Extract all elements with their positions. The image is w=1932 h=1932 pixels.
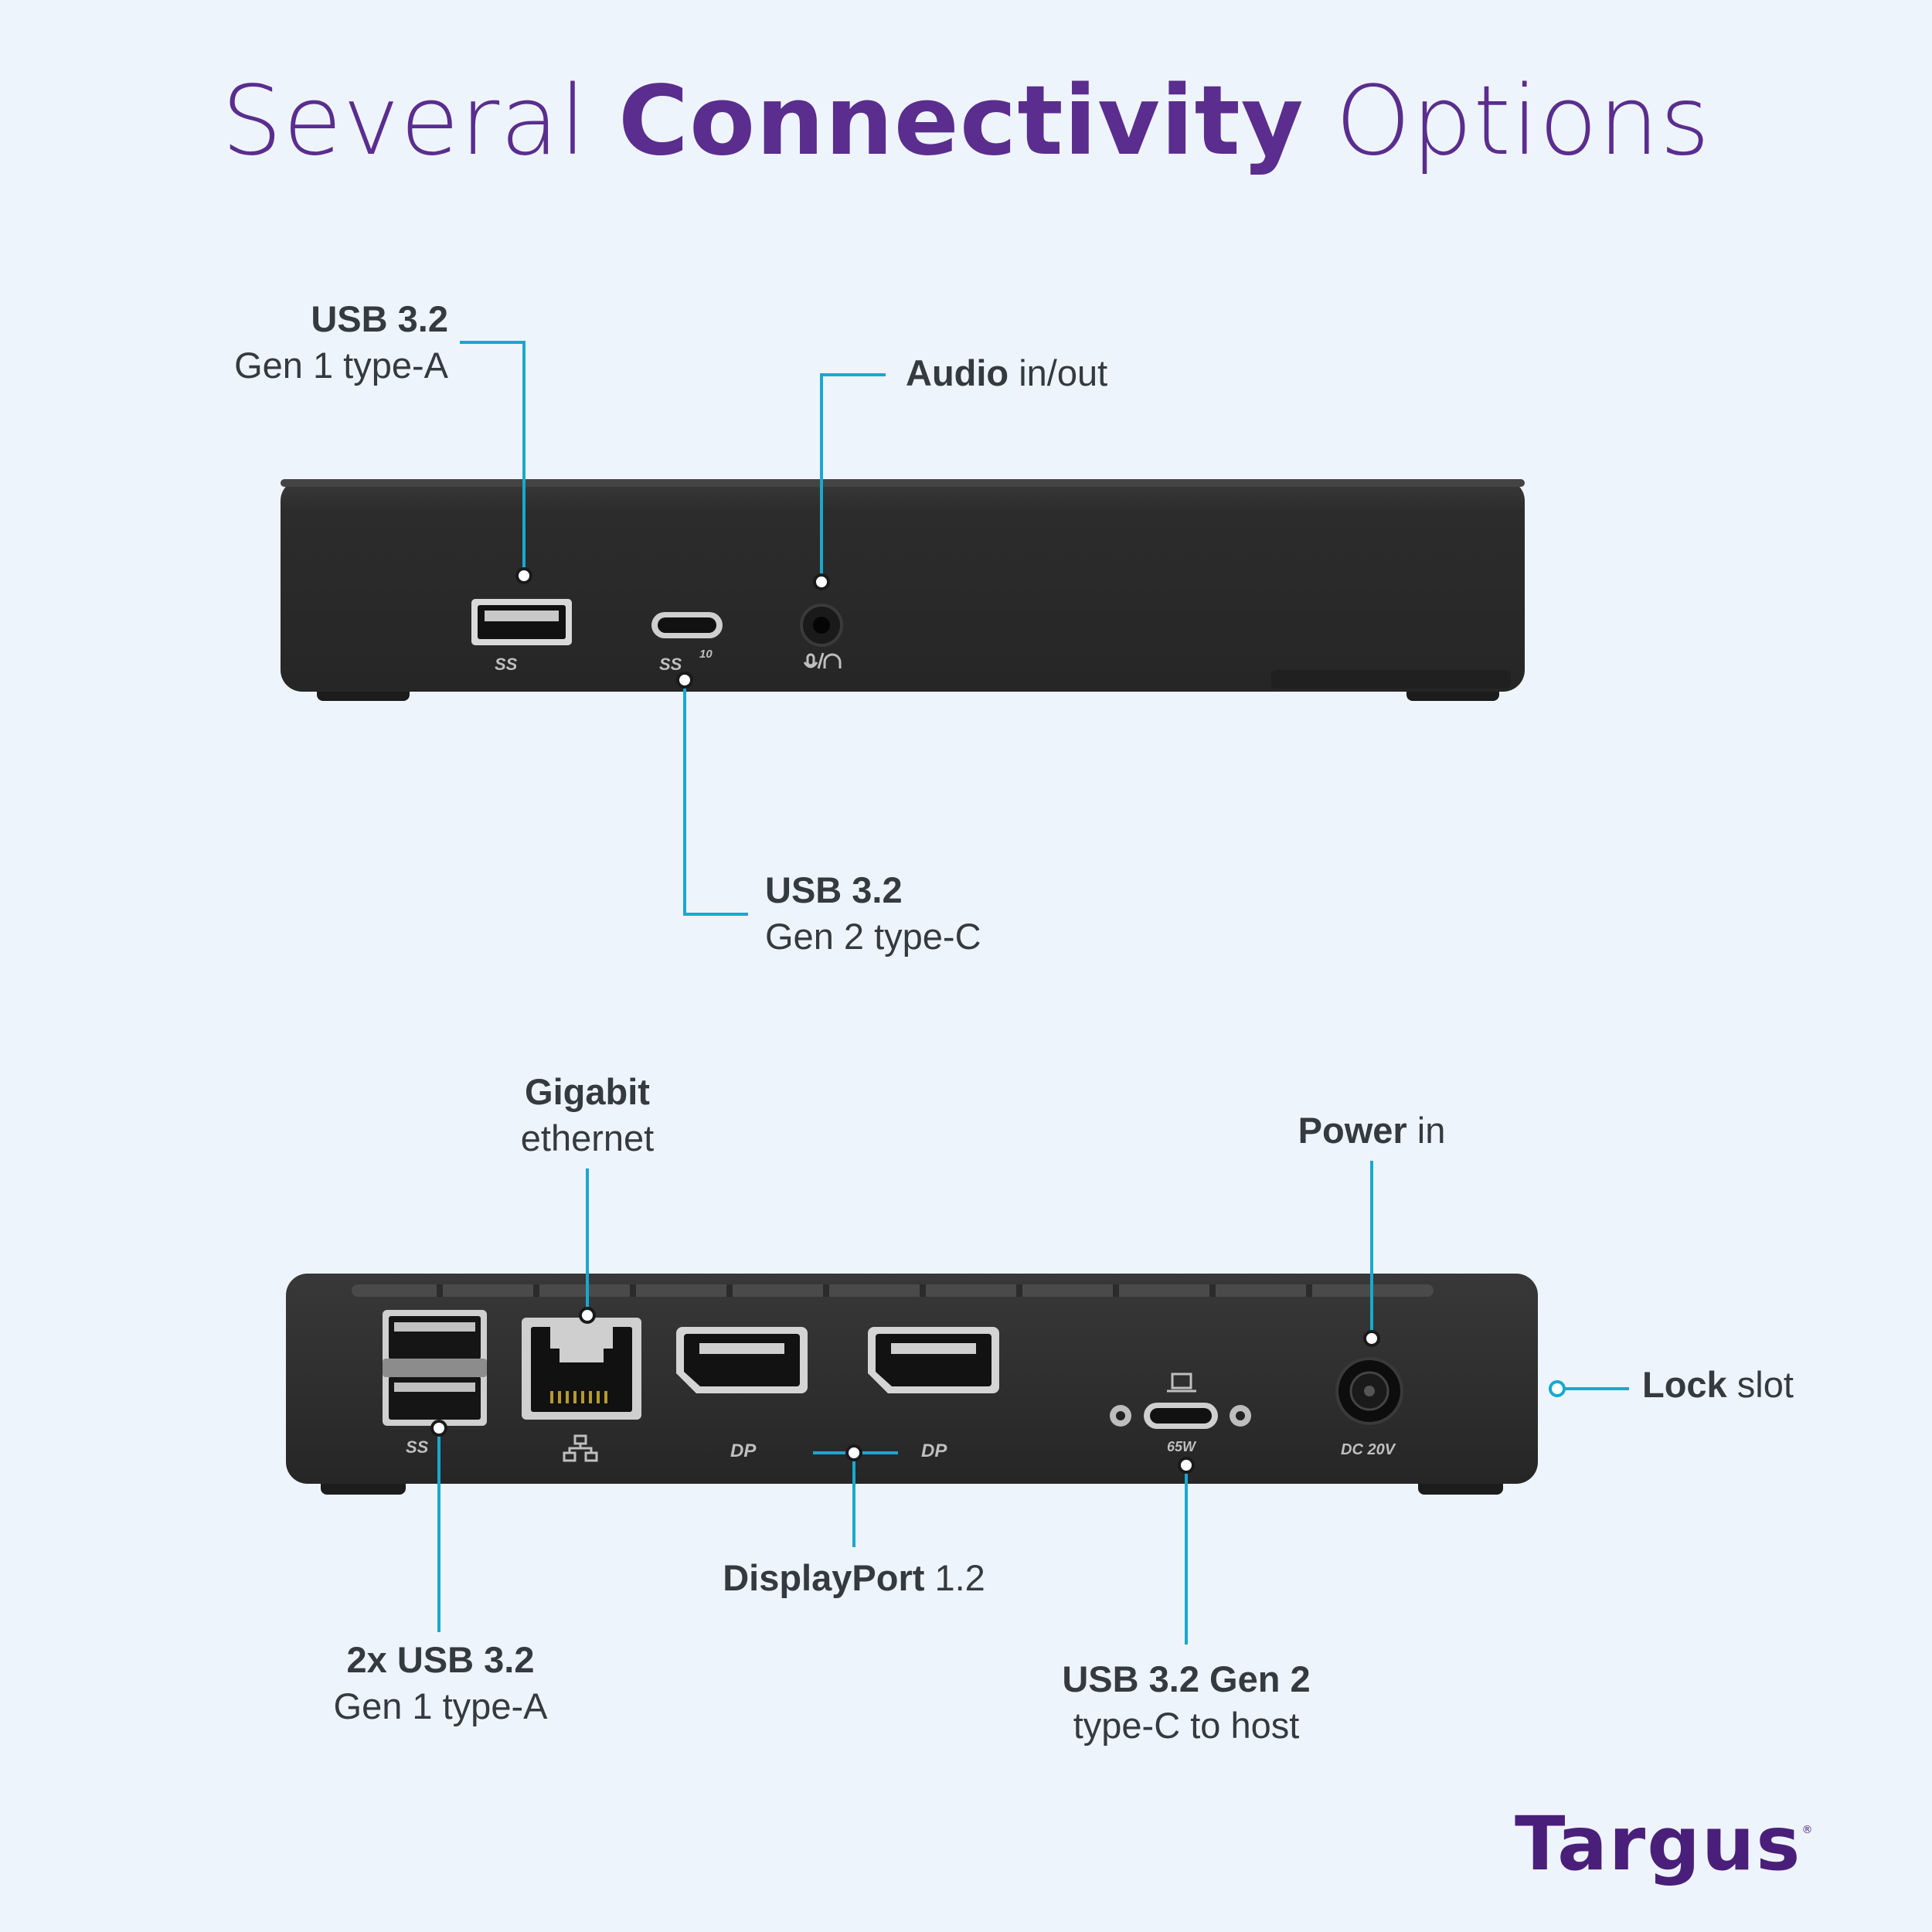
label-audio: Audio in/out — [906, 352, 1108, 393]
laptop-icon — [1167, 1372, 1196, 1393]
title-part-1: Several — [221, 66, 587, 177]
ss10-mark: 10 — [699, 648, 713, 661]
page-title: Several Connectivity Options — [0, 73, 1932, 169]
label-power: Power in — [1298, 1110, 1446, 1151]
usb-a-port-front — [471, 599, 572, 645]
dp-mark-1: DP — [730, 1440, 757, 1461]
vent-strip — [352, 1284, 1434, 1297]
usb-c-port-front — [651, 612, 723, 638]
dc-power-jack — [1335, 1357, 1403, 1425]
network-icon — [563, 1434, 598, 1462]
ethernet-port — [522, 1318, 641, 1420]
title-part-3: Options — [1335, 66, 1711, 177]
dock-front-view: SS SS 10 — [281, 479, 1525, 701]
label-usb-a-front: USB 3.2 Gen 1 type-A — [234, 298, 448, 386]
dp-mark-2: DP — [921, 1440, 947, 1461]
displayport-2 — [868, 1327, 999, 1393]
label-displayport: DisplayPort 1.2 — [723, 1557, 985, 1598]
ss-mark-front-c: SS — [659, 655, 682, 674]
mic-headphone-icon — [803, 652, 842, 669]
displayport-1 — [676, 1327, 808, 1393]
label-usb-c-front: USB 3.2 Gen 2 type-C — [765, 869, 981, 957]
audio-jack — [800, 604, 843, 647]
usb-c-host-port — [1110, 1403, 1251, 1429]
label-usb-a-rear: 2x USB 3.2 Gen 1 type-A — [333, 1639, 548, 1726]
watt-mark: 65W — [1167, 1439, 1197, 1454]
ss-mark-front-a: SS — [495, 655, 518, 674]
title-part-2: Connectivity — [618, 66, 1304, 177]
label-lock: Lock slot — [1642, 1364, 1794, 1405]
label-ethernet: Gigabit ethernet — [520, 1071, 655, 1158]
targus-logo: Targus® — [1515, 1801, 1815, 1887]
ss-mark-rear: SS — [406, 1437, 429, 1457]
dc-mark: DC 20V — [1341, 1441, 1396, 1458]
label-usb-c-host: USB 3.2 Gen 2 type-C to host — [1062, 1658, 1311, 1746]
usb-a-port-rear-stack — [383, 1310, 487, 1426]
dock-rear-view: SS DP DP 65W — [286, 1274, 1538, 1495]
